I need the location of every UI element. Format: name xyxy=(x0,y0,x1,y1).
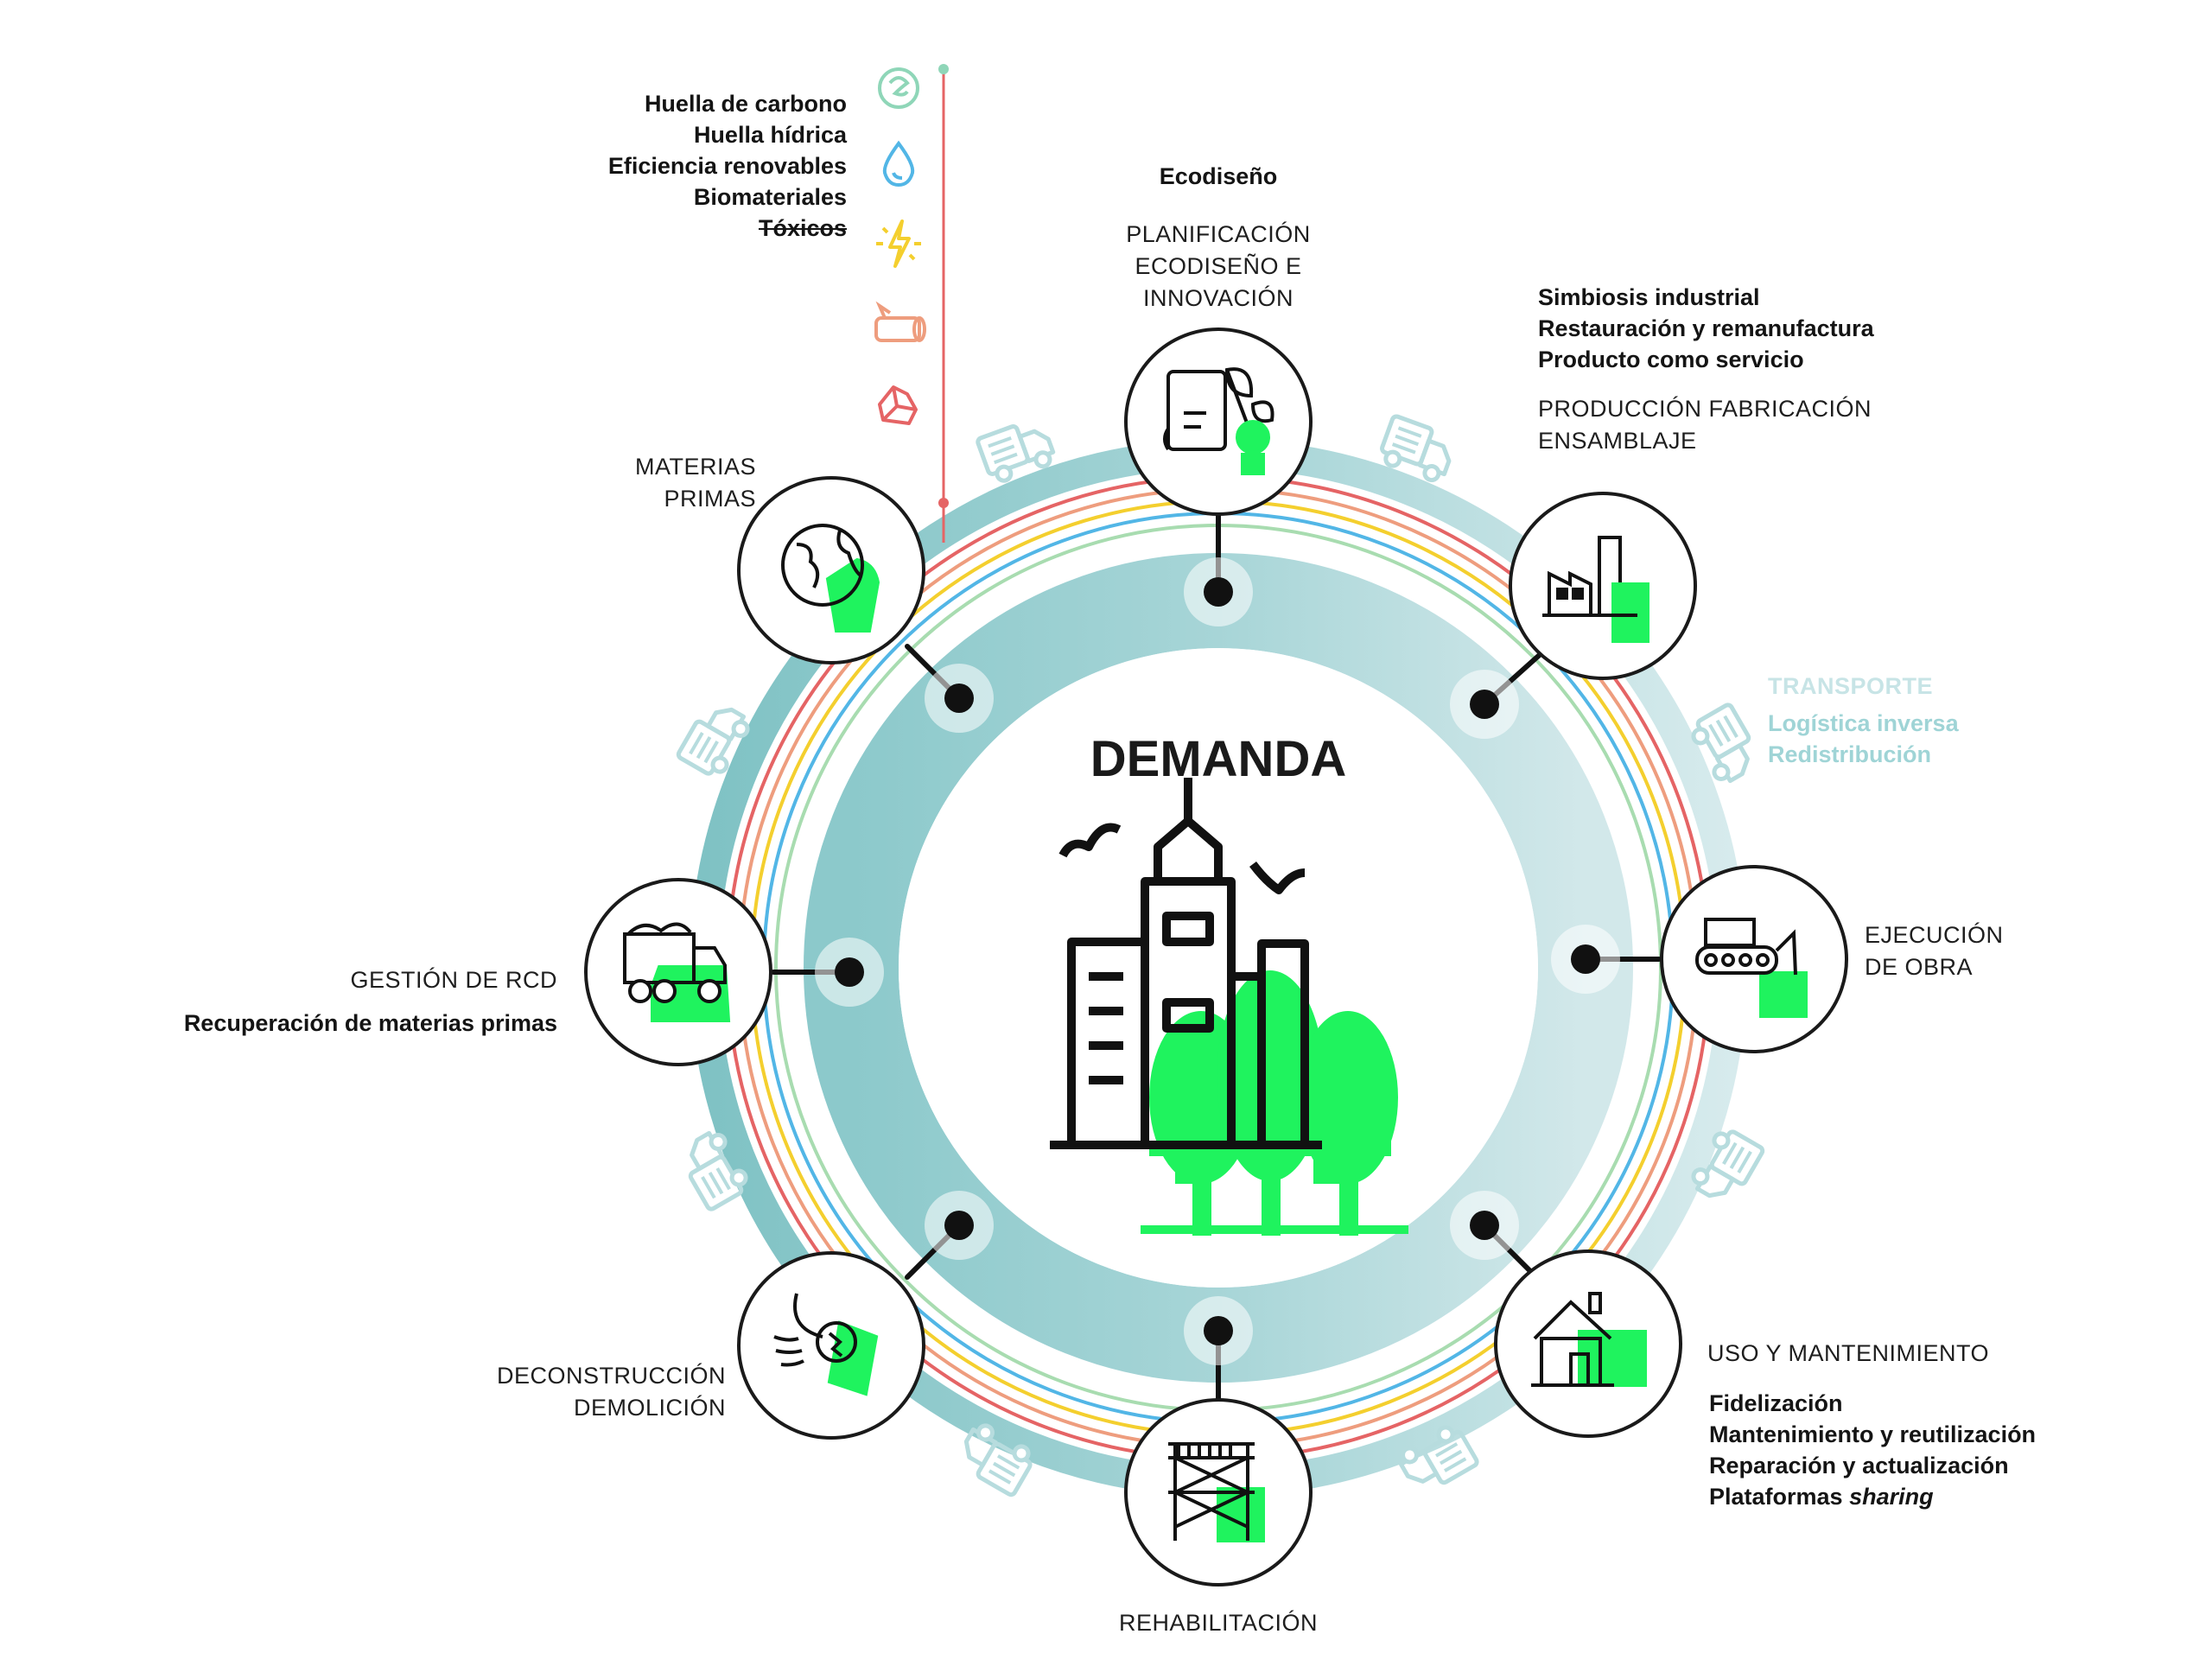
orbit-dot xyxy=(1184,557,1253,626)
strategy-item: Logística inversa xyxy=(1768,710,1959,736)
stage-label-planificacion: PLANIFICACIÓN ECODISEÑO E INNOVACIÓN xyxy=(1063,219,1374,315)
strategies-transporte: Logística inversa Redistribución xyxy=(1768,708,2113,770)
stage-label-rehabilitacion: REHABILITACIÓN xyxy=(1118,1610,1319,1636)
factory-icon xyxy=(1542,536,1649,643)
strategy-item: Producto como servicio xyxy=(1538,347,1804,372)
stage-label-line: ENSAMBLAJE xyxy=(1538,428,1697,454)
stage-label-uso: USO Y MANTENIMIENTO xyxy=(1707,1340,1990,1366)
impact-toxics: Tóxicos xyxy=(758,215,847,241)
stage-node-planificacion xyxy=(1124,327,1313,516)
brain-icon xyxy=(878,67,919,109)
orbit-dot xyxy=(925,664,994,733)
strategies-produccion: Simbiosis industrial Restauración y rema… xyxy=(1538,282,1987,375)
impact-renewables: Eficiencia renovables xyxy=(607,153,847,179)
strategy-item-sharing: Plataformas sharing xyxy=(1709,1481,2124,1512)
strategy-item: Restauración y remanufactura xyxy=(1538,315,1874,341)
stage-node-uso xyxy=(1494,1250,1682,1438)
city-trees-icon xyxy=(1050,778,1408,1236)
stage-label-line: INNOVACIÓN xyxy=(1142,285,1294,311)
stage-label-transporte: TRANSPORTE xyxy=(1768,673,1934,699)
wrecking-ball-icon xyxy=(773,1293,879,1396)
stage-node-gestion xyxy=(584,878,772,1066)
blueprint-leaf-icon xyxy=(1163,367,1274,475)
lightning-icon xyxy=(876,219,921,268)
stage-label-line: MATERIAS xyxy=(634,454,756,480)
stage-label-line: DEMOLICIÓN xyxy=(573,1395,726,1421)
stage-label-line: DECONSTRUCCIÓN xyxy=(496,1363,726,1389)
strategy-item: Fidelización xyxy=(1709,1390,1843,1416)
stage-label-ejecucion: EJECUCIÓN DE OBRA xyxy=(1865,919,2124,983)
strategy-item: Redistribución xyxy=(1768,741,1932,767)
impact-water: Huella hídrica xyxy=(693,122,847,148)
orbit-dot xyxy=(815,938,884,1007)
bulldozer-icon xyxy=(1695,918,1808,1018)
strategy-item: Reparación y actualización xyxy=(1709,1453,2009,1478)
stage-label-line: PRIMAS xyxy=(664,486,756,512)
stage-label-line: EJECUCIÓN xyxy=(1865,922,2004,948)
house-icon xyxy=(1531,1292,1647,1387)
stage-node-produccion xyxy=(1509,492,1697,680)
impact-list: Huella de carbono Huella hídrica Eficien… xyxy=(484,88,847,244)
stage-label-gestion: GESTIÓN DE RCD xyxy=(350,967,557,993)
impact-scale-top-dot xyxy=(938,64,949,74)
scaffold-icon xyxy=(1168,1442,1265,1542)
strategy-recuperacion: Recuperación de materias primas xyxy=(183,1010,557,1036)
stage-node-materias xyxy=(737,476,925,664)
stage-label-materias: MATERIAS PRIMAS xyxy=(484,451,756,515)
orbit-dot xyxy=(1551,925,1620,994)
impact-carbon: Huella de carbono xyxy=(644,91,847,117)
stage-label-line: DE OBRA xyxy=(1865,954,1974,980)
stage-label-line: PLANIFICACIÓN xyxy=(1126,221,1311,247)
impact-scale-bottom-dot xyxy=(938,498,949,508)
rock-icon xyxy=(878,385,918,425)
impact-biomaterials: Biomateriales xyxy=(693,184,847,210)
stage-label-line: PRODUCCIÓN FABRICACIÓN xyxy=(1538,396,1872,422)
orbit-dot xyxy=(1184,1296,1253,1365)
strategy-item: Mantenimiento y reutilización xyxy=(1709,1421,2037,1447)
globe-hand-icon xyxy=(781,524,880,633)
stage-label-produccion: PRODUCCIÓN FABRICACIÓN ENSAMBLAJE xyxy=(1538,393,1987,457)
stage-node-deconstruccion xyxy=(737,1251,925,1440)
orbit-dots xyxy=(815,557,1620,1365)
water-drop-icon xyxy=(882,140,915,188)
strategy-item: Simbiosis industrial xyxy=(1538,284,1760,310)
strategy-ecodiseno: Ecodiseño xyxy=(1159,163,1278,189)
stage-label-line: ECODISEÑO E xyxy=(1135,253,1302,279)
orbit-dot xyxy=(925,1191,994,1260)
stage-node-rehabilitacion xyxy=(1124,1398,1313,1587)
stage-label-deconstruccion: DECONSTRUCCIÓN DEMOLICIÓN xyxy=(432,1360,726,1424)
stage-node-ejecucion xyxy=(1660,865,1848,1053)
wood-log-icon xyxy=(874,301,926,342)
strategy-emphasis: sharing xyxy=(1849,1484,1934,1510)
dump-truck-icon xyxy=(623,922,731,1022)
center-title: DEMANDA xyxy=(1090,731,1346,787)
orbit-dot xyxy=(1450,670,1519,739)
strategies-uso: Fidelización Mantenimiento y reutilizaci… xyxy=(1709,1388,2124,1512)
strategy-prefix: Plataformas xyxy=(1709,1484,1850,1510)
orbit-dot xyxy=(1450,1191,1519,1260)
buildings-icon xyxy=(1050,778,1322,1149)
